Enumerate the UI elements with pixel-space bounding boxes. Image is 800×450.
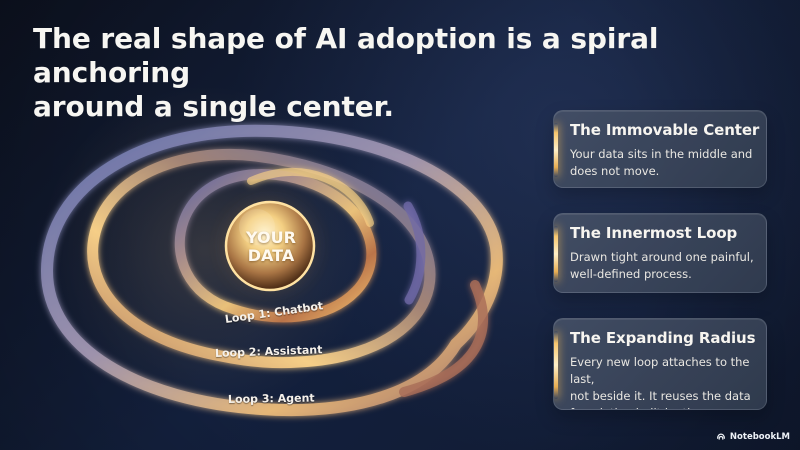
- your-data-label: YOUR DATA: [228, 229, 314, 265]
- immovable-center-card: The Immovable Center Your data sits in t…: [553, 110, 767, 188]
- data-core: [216, 192, 324, 300]
- your-data-line-2: DATA: [247, 246, 295, 265]
- expanding-radius-description: Every new loop attaches to the last, not…: [570, 355, 751, 409]
- immovable-center-title: The Immovable Center: [570, 121, 760, 139]
- expanding-radius-card: The Expanding Radius Every new loop atta…: [553, 318, 767, 410]
- inner-loop-1: [174, 168, 377, 323]
- your-data-line-1: YOUR: [246, 228, 296, 247]
- expanding-radius-title: The Expanding Radius: [570, 329, 756, 347]
- innermost-loop-description: Drawn tight around one painful, well-def…: [570, 250, 754, 281]
- outer-loop-3: [40, 124, 503, 417]
- immovable-center-description: Your data sits in the middle and does no…: [570, 147, 753, 178]
- innermost-loop-title: The Innermost Loop: [570, 224, 738, 242]
- notebooklm-label: NotebookLM: [729, 432, 790, 442]
- middle-loop-2: [87, 148, 436, 369]
- innermost-loop-card: The Innermost Loop Drawn tight around on…: [553, 213, 767, 293]
- notebooklm-brand: NotebookLM: [716, 432, 790, 442]
- loop-3-label: Loop 3: Agent: [227, 391, 315, 406]
- notebooklm-icon: [716, 433, 725, 440]
- slide-title: The real shape of AI adoption is a spira…: [33, 22, 659, 123]
